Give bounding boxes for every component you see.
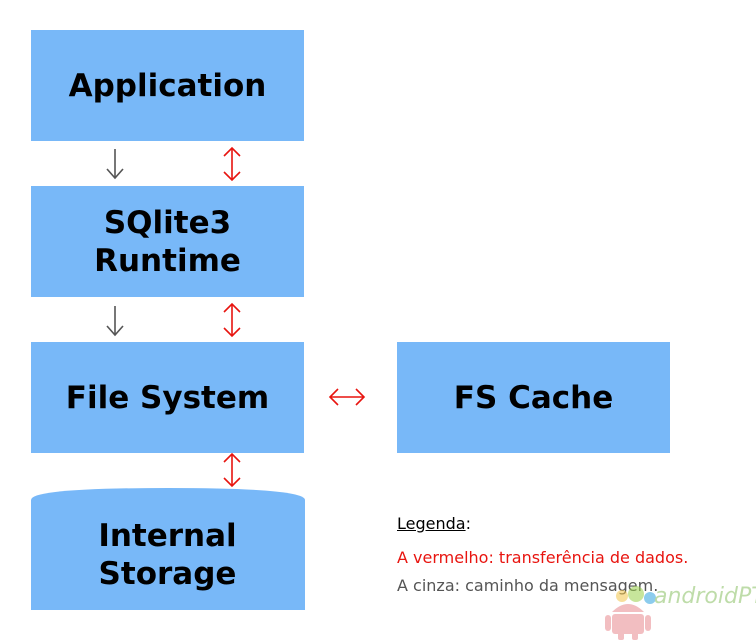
application-label: Application [68,67,267,104]
androidpt-watermark: androidPT [604,582,756,640]
gray-down-arrow-2 [106,306,124,337]
legend-gray-entry: A cinza: caminho da mensagem. [397,576,659,595]
legend-title-colon: : [465,514,471,533]
android-robot-icon [605,586,656,640]
internal-storage-box: Internal Storage [31,500,304,610]
fs-cache-label: FS Cache [453,379,614,416]
application-box: Application [31,30,304,141]
red-updown-arrow-1 [223,146,241,182]
internal-storage-cylinder [31,488,305,610]
fs-cache-box: FS Cache [397,342,670,453]
red-leftright-arrow [328,388,366,406]
legend-title-text: Legenda [397,514,466,533]
file-system-label: File System [65,379,270,416]
sqlite3-runtime-label: SQlite3 Runtime [94,204,241,279]
red-updown-arrow-3 [223,452,241,488]
watermark-text: androidPT [654,584,756,609]
red-updown-arrow-2 [223,302,241,338]
legend-title: Legenda: [397,514,471,533]
file-system-box: File System [31,342,304,453]
gray-down-arrow-1 [106,149,124,180]
sqlite3-runtime-box: SQlite3 Runtime [31,186,304,297]
internal-storage-label: Internal Storage [98,518,237,592]
legend-red-entry: A vermelho: transferência de dados. [397,548,689,567]
